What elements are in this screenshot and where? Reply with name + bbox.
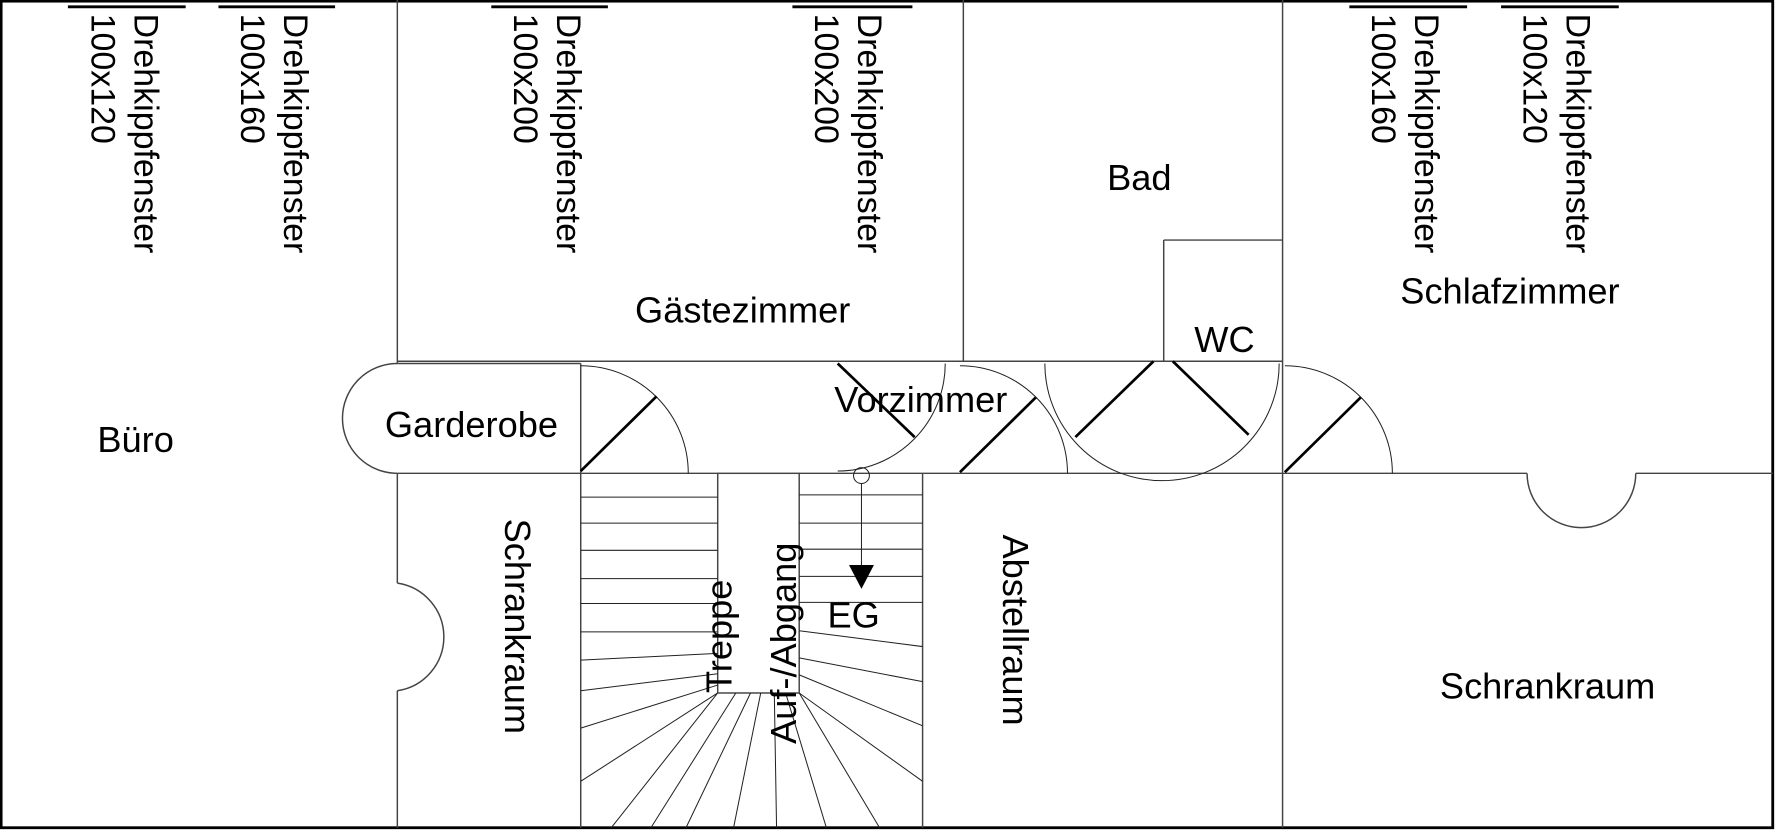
window-size: 100x160 — [233, 14, 271, 144]
label-garderobe: Garderobe — [385, 404, 558, 445]
niche-left — [397, 582, 445, 692]
staircase — [580, 467, 923, 829]
label-abstellraum: Abstellraum — [995, 534, 1036, 725]
label-vorzimmer: Vorzimmer — [834, 379, 1007, 420]
window-5: 100x160 Drehkippfenster — [1349, 5, 1468, 254]
window-size: 100x120 — [84, 14, 122, 144]
window-3: 100x200 Drehkippfenster — [491, 5, 608, 254]
window-1: 100x120 Drehkippfenster — [67, 5, 186, 254]
label-treppe: Treppe — [698, 580, 739, 693]
label-wc: WC — [1194, 319, 1254, 360]
label-gaestezimmer: Gästezimmer — [635, 290, 850, 331]
window-size: 100x200 — [506, 14, 544, 144]
stair-direction-arrow — [849, 467, 874, 589]
door-schlafzimmer — [1283, 365, 1393, 474]
window-type: Drehkippfenster — [276, 14, 314, 254]
door-bad-wc — [1044, 360, 1280, 482]
label-schlafzimmer: Schlafzimmer — [1400, 270, 1619, 311]
window-type: Drehkippfenster — [127, 14, 165, 254]
doors — [579, 360, 1393, 482]
window-size: 100x160 — [1364, 14, 1402, 144]
window-2: 100x160 Drehkippfenster — [218, 5, 336, 254]
door-abstellraum — [958, 365, 1068, 474]
label-buero: Büro — [97, 419, 174, 460]
niche-right — [1526, 473, 1637, 529]
label-schrankraum-left: Schrankraum — [497, 519, 538, 734]
walls — [341, 0, 1773, 828]
window-type: Drehkippfenster — [1559, 14, 1597, 254]
window-type: Drehkippfenster — [1407, 14, 1445, 254]
label-schrankraum-right: Schrankraum — [1440, 666, 1655, 707]
label-bad: Bad — [1107, 157, 1171, 198]
window-type: Drehkippfenster — [850, 14, 888, 254]
window-size: 100x200 — [807, 14, 845, 144]
door-garderobe — [579, 365, 689, 474]
window-size: 100x120 — [1516, 14, 1554, 144]
label-auf-abgang: Auf-/Abgang — [763, 543, 804, 744]
room-labels: Büro Garderobe Gästezimmer Bad WC Schlaf… — [97, 157, 1655, 744]
window-4: 100x200 Drehkippfenster — [792, 5, 913, 254]
window-6: 100x120 Drehkippfenster — [1501, 5, 1619, 254]
label-eg: EG — [828, 594, 880, 635]
window-type: Drehkippfenster — [549, 14, 587, 254]
windows: 100x120 Drehkippfenster 100x160 Drehkipp… — [67, 5, 1619, 254]
door-gaestezimmer — [836, 362, 946, 472]
